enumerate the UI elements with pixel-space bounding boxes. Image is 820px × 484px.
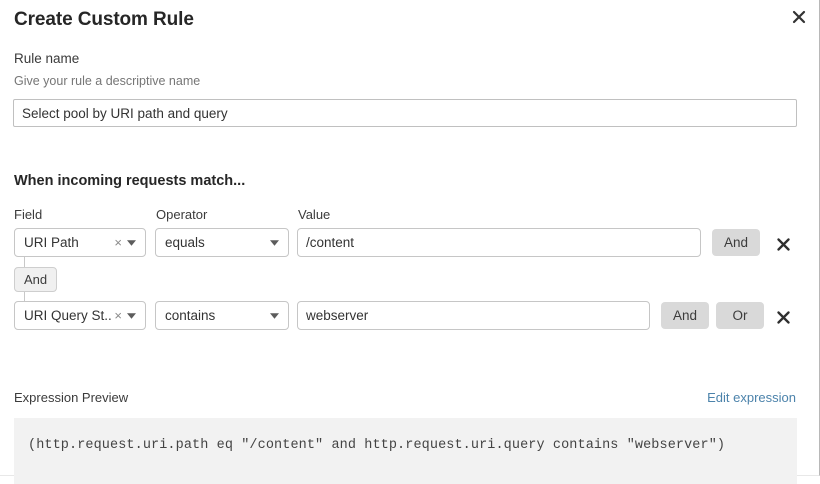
and-button-label-row-1: And — [723, 235, 749, 250]
close-icon[interactable] — [788, 6, 810, 28]
delete-condition-row-2[interactable] — [774, 308, 792, 326]
connector-line-upper — [24, 257, 25, 269]
delete-condition-row-1[interactable] — [774, 235, 792, 253]
operator-select-row-1[interactable]: equals — [155, 228, 289, 257]
operator-select-row-2[interactable]: contains — [155, 301, 289, 330]
connector-line-lower — [24, 291, 25, 303]
and-button-label-row-2: And — [672, 308, 698, 323]
rule-name-label: Rule name — [14, 51, 80, 66]
field-select-value-row-1: URI Path — [24, 235, 79, 250]
rule-name-hint: Give your rule a descriptive name — [14, 74, 201, 88]
expression-preview-text: (http.request.uri.path eq "/content" and… — [28, 438, 726, 453]
field-select-row-1[interactable]: URI Path × — [14, 228, 146, 257]
add-and-condition-row-2[interactable]: And — [661, 302, 709, 329]
expression-preview-label: Expression Preview — [14, 390, 129, 405]
operator-select-value-row-1: equals — [165, 235, 205, 250]
column-header-operator: Operator — [156, 207, 208, 222]
edit-expression-link[interactable]: Edit expression — [707, 390, 796, 405]
group-connector-and[interactable]: And — [14, 267, 58, 292]
conditions-heading: When incoming requests match... — [14, 173, 246, 189]
add-and-condition-row-1[interactable]: And — [712, 229, 760, 256]
column-header-field: Field — [14, 207, 43, 222]
clear-icon[interactable]: × — [114, 308, 122, 323]
rule-name-input[interactable] — [13, 99, 797, 127]
or-button-label-row-2: Or — [732, 308, 748, 323]
field-select-value-row-2: URI Query St... — [24, 308, 113, 323]
group-connector-label: And — [24, 272, 48, 287]
operator-select-value-row-2: contains — [165, 308, 216, 323]
column-header-value: Value — [298, 207, 331, 222]
value-input-row-2[interactable] — [297, 301, 650, 330]
expression-preview-box: (http.request.uri.path eq "/content" and… — [14, 418, 797, 484]
chevron-down-icon — [127, 312, 136, 319]
clear-icon[interactable]: × — [114, 235, 122, 250]
chevron-down-icon — [270, 312, 279, 319]
value-input-row-1[interactable] — [297, 228, 701, 257]
chevron-down-icon — [270, 239, 279, 246]
add-or-condition-row-2[interactable]: Or — [716, 302, 764, 329]
page-title: Create Custom Rule — [14, 9, 194, 30]
field-select-row-2[interactable]: URI Query St... × — [14, 301, 146, 330]
chevron-down-icon — [127, 239, 136, 246]
